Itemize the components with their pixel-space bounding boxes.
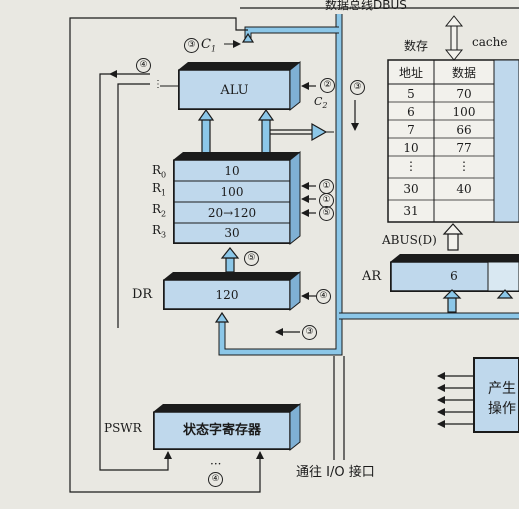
memory-row-data: 40 xyxy=(456,182,472,196)
abus-label: ABUS(D) xyxy=(382,233,437,247)
memory-row-address: 6 xyxy=(407,105,415,119)
pswr-box xyxy=(153,402,301,452)
memory-row-data: 100 xyxy=(452,105,476,119)
register-r0-value: 10 xyxy=(224,164,240,178)
pswr-value: 状态字寄存器 xyxy=(182,423,261,438)
register-r2-step: ⑤ xyxy=(319,206,334,221)
alu-input-step: ② xyxy=(320,78,335,93)
memory-row-address: ⋮ xyxy=(405,159,417,173)
dr-in-step: ③ xyxy=(302,325,317,340)
register-r3-value: 30 xyxy=(224,226,240,240)
memory-store-label: 数存 xyxy=(404,39,429,53)
alu-left-step: ④ xyxy=(136,58,151,73)
memory-header-data: 数据 xyxy=(451,66,476,80)
cache-double-arrow xyxy=(444,15,464,61)
alu-c1-flag: C1 xyxy=(201,37,217,54)
ar-value: 6 xyxy=(450,269,458,283)
c2-triangle xyxy=(311,122,328,142)
memory-row-address: 30 xyxy=(403,182,419,196)
data-bus-label: 数据总线DBUS xyxy=(325,0,407,12)
memory-cache-label: cache xyxy=(472,35,508,49)
pswr-dots: ··· xyxy=(210,457,222,471)
register-r1-name: R1 xyxy=(152,181,167,198)
alu-box xyxy=(178,60,301,112)
alu-left-dots: ⋮ xyxy=(153,79,163,90)
memory-row-address: 5 xyxy=(407,87,415,101)
control-unit-box xyxy=(473,357,519,433)
memory-row-data: ⋮ xyxy=(458,159,470,173)
pswr-step: ④ xyxy=(208,472,223,487)
register-r0-name: R0 xyxy=(152,163,167,180)
register-file xyxy=(173,150,301,246)
register-r2-value: 20→120 xyxy=(207,206,257,220)
dr-value: 120 xyxy=(215,288,239,302)
memory-row-address: 31 xyxy=(403,204,419,218)
io-label: 通往 I/O 接口 xyxy=(296,465,375,480)
dr-label: DR xyxy=(132,287,153,302)
alu-input-arrows xyxy=(197,108,275,155)
alu-label: ALU xyxy=(220,83,249,98)
memory-row-data: 70 xyxy=(456,87,472,101)
register-input-step: ⑤ xyxy=(244,251,259,266)
register-r3-name: R3 xyxy=(152,223,167,240)
memory-table xyxy=(387,59,519,223)
main-bus xyxy=(219,14,342,355)
pswr-label: PSWR xyxy=(104,421,142,435)
alu-c2-flag: C2 xyxy=(314,95,328,111)
alu-c1-step: ③ xyxy=(184,38,199,53)
dr-box xyxy=(163,270,301,312)
ar-box xyxy=(390,254,519,292)
register-r1-value: 100 xyxy=(220,185,244,199)
memory-row-data: 66 xyxy=(456,123,472,137)
dr-step: ④ xyxy=(316,289,331,304)
register-r2-name: R2 xyxy=(152,202,167,219)
ar-label: AR xyxy=(362,269,382,284)
control-unit-line1: 产生 xyxy=(488,381,516,397)
bus-step-marker: ③ xyxy=(350,80,365,95)
memory-row-data: 77 xyxy=(456,141,472,155)
memory-row-address: 7 xyxy=(407,123,415,137)
memory-row-address: 10 xyxy=(403,141,419,155)
register-r1-step: ① xyxy=(319,179,334,194)
control-unit-line2: 操作 xyxy=(488,401,516,417)
memory-header-address: 地址 xyxy=(398,66,423,80)
